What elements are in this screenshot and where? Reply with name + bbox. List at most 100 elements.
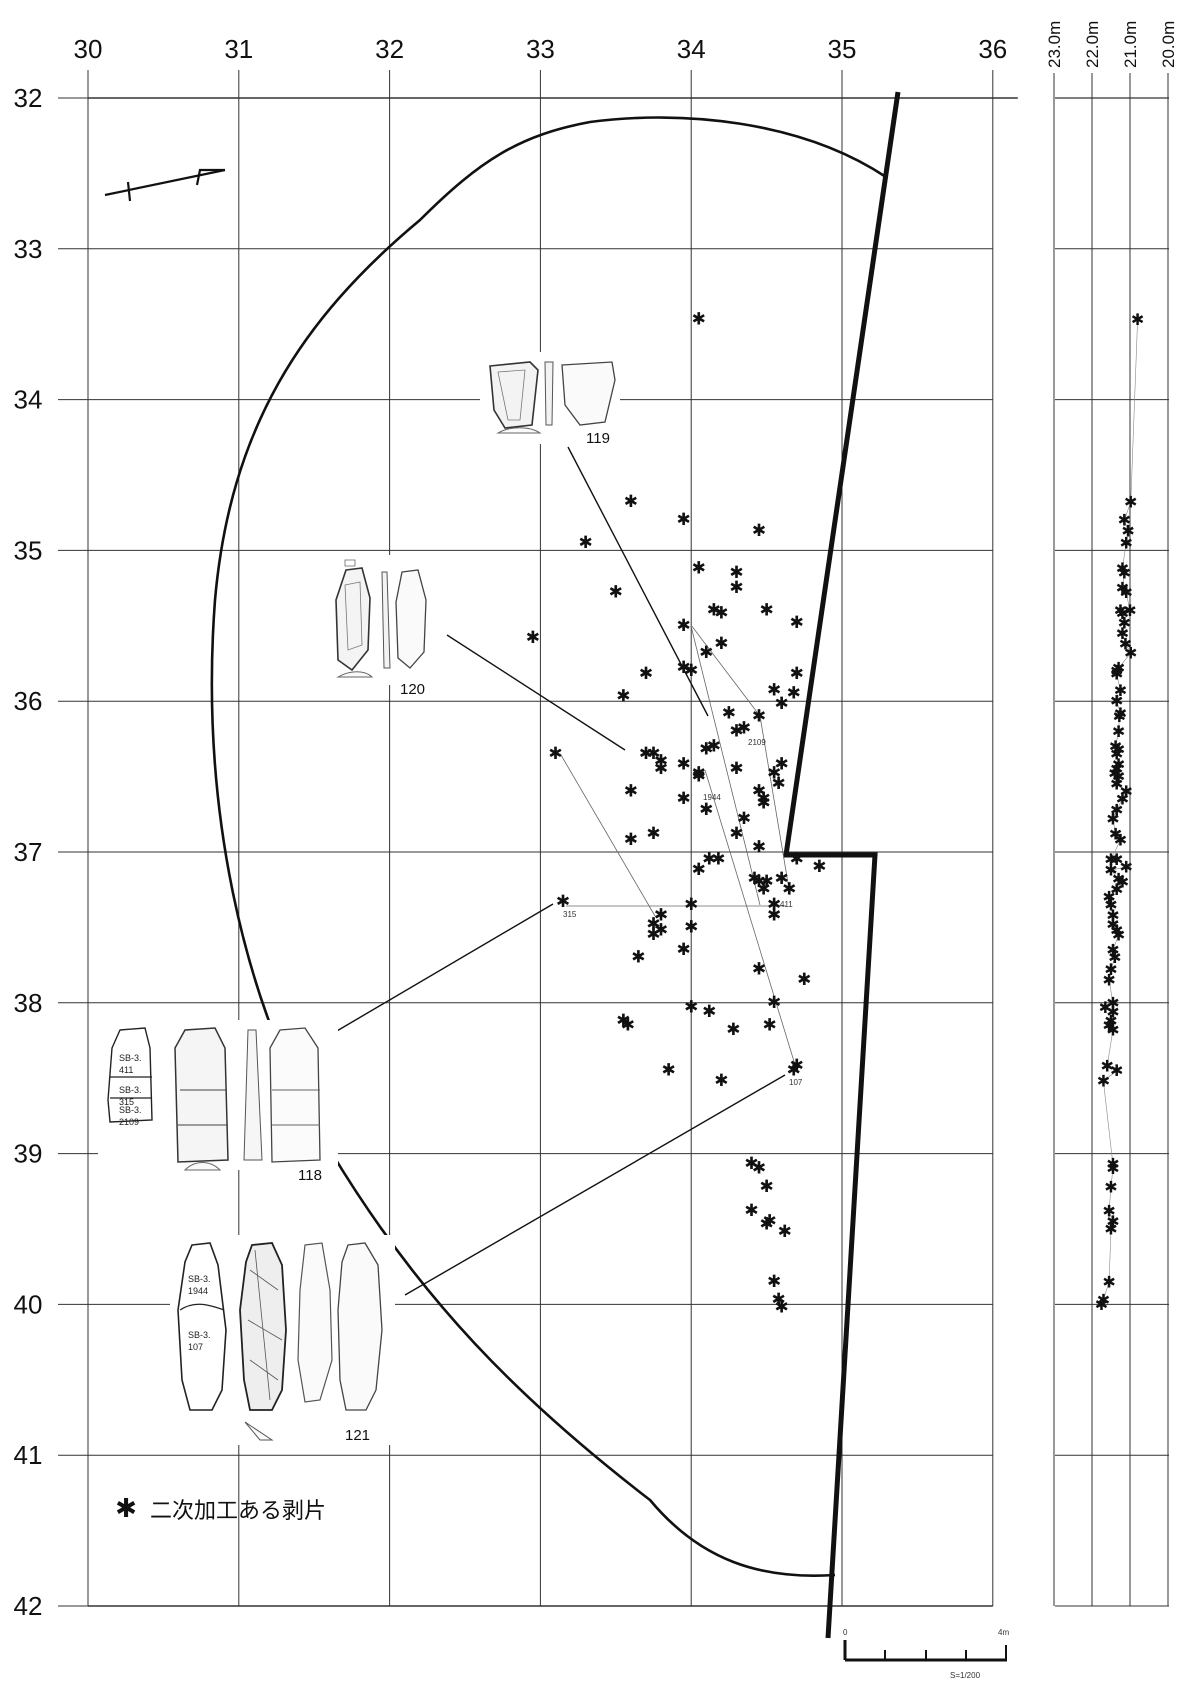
flake-point: ✱ [772, 1290, 786, 1310]
flake-point-elevation: ✱ [1119, 858, 1132, 877]
flake-point-elevation: ✱ [1106, 1002, 1119, 1021]
flake-point: ✱ [756, 880, 770, 900]
artifact-part-label: SB-3. [119, 1085, 142, 1095]
x-tick-label: 35 [828, 34, 857, 64]
flake-point: ✱ [744, 1154, 758, 1174]
flake-point: ✱ [775, 1297, 789, 1317]
flake-point: ✱ [609, 583, 623, 603]
flake-point: ✱ [759, 601, 773, 621]
flake-point-elevation: ✱ [1116, 559, 1129, 578]
flake-point: ✱ [646, 925, 660, 945]
flake-point-elevation: ✱ [1112, 925, 1125, 944]
flake-point: ✱ [797, 970, 811, 990]
pit-outline [210, 116, 887, 1577]
flake-point: ✱ [684, 917, 698, 937]
plan-grid [58, 97, 1018, 1607]
flake-point: ✱ [692, 767, 706, 787]
flake-point-elevation: ✱ [1106, 993, 1119, 1012]
flake-point-elevation: ✱ [1116, 873, 1129, 892]
artifact-part-label: 107 [188, 1342, 203, 1352]
elevation-tick-label: 22.0m [1083, 21, 1102, 68]
flake-point: ✱ [747, 869, 761, 889]
flake-point: ✱ [621, 1015, 635, 1035]
flake-point-elevation: ✱ [1118, 613, 1131, 632]
flake-point: ✱ [624, 830, 638, 850]
artifact-part-label: SB-3. [119, 1105, 142, 1115]
flake-point: ✱ [762, 1015, 776, 1035]
flake-point: ✱ [699, 643, 713, 663]
artifact-120-label: 120 [400, 681, 425, 698]
flake-point: ✱ [639, 664, 653, 684]
flake-point-elevation: ✱ [1110, 744, 1123, 763]
flake-point: ✱ [556, 892, 570, 912]
flake-point-elevation: ✱ [1110, 662, 1123, 681]
refit-label-2109: 2109 [748, 738, 766, 747]
flake-point: ✱ [707, 601, 721, 621]
flake-point: ✱ [752, 706, 766, 726]
flake-point: ✱ [729, 824, 743, 844]
flake-point-elevation: ✱ [1114, 601, 1127, 620]
artifact-part-label: 2109 [119, 1117, 139, 1127]
flake-point-elevation: ✱ [1104, 960, 1117, 979]
flake-point: ✱ [762, 1211, 776, 1231]
flake-point-elevation: ✱ [1123, 601, 1136, 620]
flake-point-elevation: ✱ [1112, 870, 1125, 889]
flake-point: ✱ [790, 1056, 804, 1076]
flake-point-elevation: ✱ [1116, 624, 1129, 643]
flake-point-elevation: ✱ [1119, 634, 1132, 653]
legend-label: 二次加工ある剥片 [150, 1499, 326, 1524]
flake-point-elevation: ✱ [1110, 880, 1123, 899]
flake-point-elevation: ✱ [1109, 824, 1122, 843]
artifact-121-label: 121 [345, 1427, 370, 1444]
artifact-120 [318, 555, 438, 685]
flake-point-elevation: ✱ [1112, 722, 1125, 741]
flake-point: ✱ [752, 837, 766, 857]
artifact-part-label: SB-3. [188, 1330, 211, 1340]
flake-point-elevation: ✱ [1102, 1201, 1115, 1220]
flake-point: ✱ [775, 869, 789, 889]
elevation-tick-label: 20.0m [1159, 21, 1178, 68]
flake-point-elevation: ✱ [1106, 915, 1119, 934]
flake-point-elevation: ✱ [1102, 1016, 1115, 1035]
elevation-tick-label: 23.0m [1045, 21, 1064, 68]
flake-point-elevation: ✱ [1106, 1212, 1119, 1231]
y-tick-label: 40 [14, 1289, 43, 1319]
flake-point: ✱ [646, 744, 660, 764]
flake-point: ✱ [654, 920, 668, 940]
flake-point-elevation: ✱ [1110, 775, 1123, 794]
x-tick-label: 31 [224, 34, 253, 64]
y-tick-label: 33 [14, 234, 43, 264]
flake-point: ✱ [684, 661, 698, 681]
flake-point-elevation: ✱ [1100, 1057, 1113, 1076]
flake-point: ✱ [579, 533, 593, 553]
flake-point: ✱ [677, 616, 691, 636]
flake-point: ✱ [756, 794, 770, 814]
flake-point-elevation: ✱ [1121, 521, 1134, 540]
flake-point: ✱ [702, 1002, 716, 1022]
y-tick-label: 34 [14, 385, 43, 415]
flake-point-elevation: ✱ [1099, 998, 1112, 1017]
flake-point: ✱ [729, 759, 743, 779]
flake-point: ✱ [756, 789, 770, 809]
flake-point: ✱ [631, 948, 645, 968]
flake-point-elevation: ✱ [1112, 740, 1125, 759]
flake-point: ✱ [711, 850, 725, 870]
flake-point: ✱ [722, 703, 736, 723]
flake-point: ✱ [692, 310, 706, 330]
flake-point: ✱ [752, 782, 766, 802]
refit-label-1944: 1944 [703, 793, 721, 802]
flake-point: ✱ [699, 800, 713, 820]
flake-point-elevation: ✱ [1106, 906, 1119, 925]
flake-point-elevation: ✱ [1116, 790, 1129, 809]
scale-bar-end: 4m [998, 1628, 1009, 1637]
artifact-part-label: 1944 [188, 1286, 208, 1296]
flake-point-elevation: ✱ [1110, 800, 1123, 819]
flake-point-elevation: ✱ [1095, 1295, 1108, 1314]
flake-point: ✱ [639, 744, 653, 764]
flake-point: ✱ [775, 755, 789, 775]
flake-point-elevation: ✱ [1124, 493, 1137, 512]
flake-points-plan: ✱✱✱✱✱✱✱✱✱✱✱✱✱✱✱✱✱✱✱✱✱✱✱✱✱✱✱✱✱✱✱✱✱✱✱✱✱✱✱✱… [526, 310, 827, 1318]
